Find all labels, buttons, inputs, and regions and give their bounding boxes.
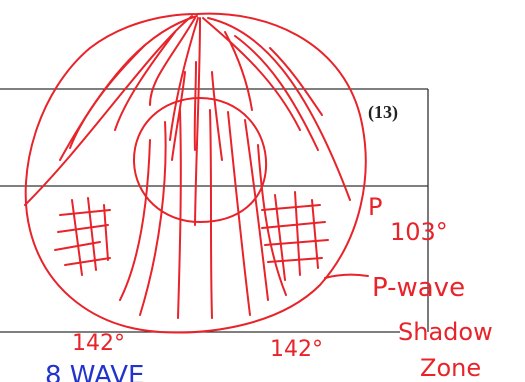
ray-path: [169, 17, 199, 141]
core-ray: [211, 71, 223, 161]
label-p: P: [368, 193, 382, 221]
ray-path: [194, 17, 201, 226]
ray-path: [202, 17, 301, 131]
core-ray: [171, 71, 186, 161]
blue-handwriting: 8 WAVE: [45, 361, 144, 382]
question-number: (13): [368, 102, 398, 123]
ray-path: [224, 31, 253, 111]
earth-outline: [24, 12, 367, 334]
core-ray: [257, 144, 287, 296]
core-ray: [227, 111, 251, 316]
label-angle-right: 142°: [270, 337, 323, 362]
ray-path: [207, 17, 351, 201]
ray-path: [234, 35, 319, 151]
outer-core-circle: [132, 96, 268, 224]
ray-path: [69, 44, 146, 149]
label-angle-left: 142°: [72, 331, 125, 356]
label-p-wave: P-wave: [372, 273, 465, 303]
label-103-degrees: 103°: [390, 218, 448, 246]
core-ray: [177, 109, 182, 319]
shadow-hatch-right: [261, 191, 329, 281]
p-wave-pointer: [324, 273, 369, 279]
table-grid: [0, 88, 429, 333]
core-ray: [119, 139, 151, 301]
label-zone: Zone: [420, 354, 481, 382]
label-shadow: Shadow: [398, 318, 493, 346]
shadow-hatch-left: [54, 197, 111, 276]
ray-path: [269, 47, 323, 116]
core-ray: [209, 109, 213, 319]
core-ray: [244, 119, 269, 301]
red-ink-drawing: [24, 12, 369, 334]
ray-path: [149, 17, 196, 106]
core-ray: [193, 61, 197, 151]
core-ray: [139, 121, 167, 316]
ray-path: [59, 15, 198, 161]
ray-path: [114, 31, 176, 131]
